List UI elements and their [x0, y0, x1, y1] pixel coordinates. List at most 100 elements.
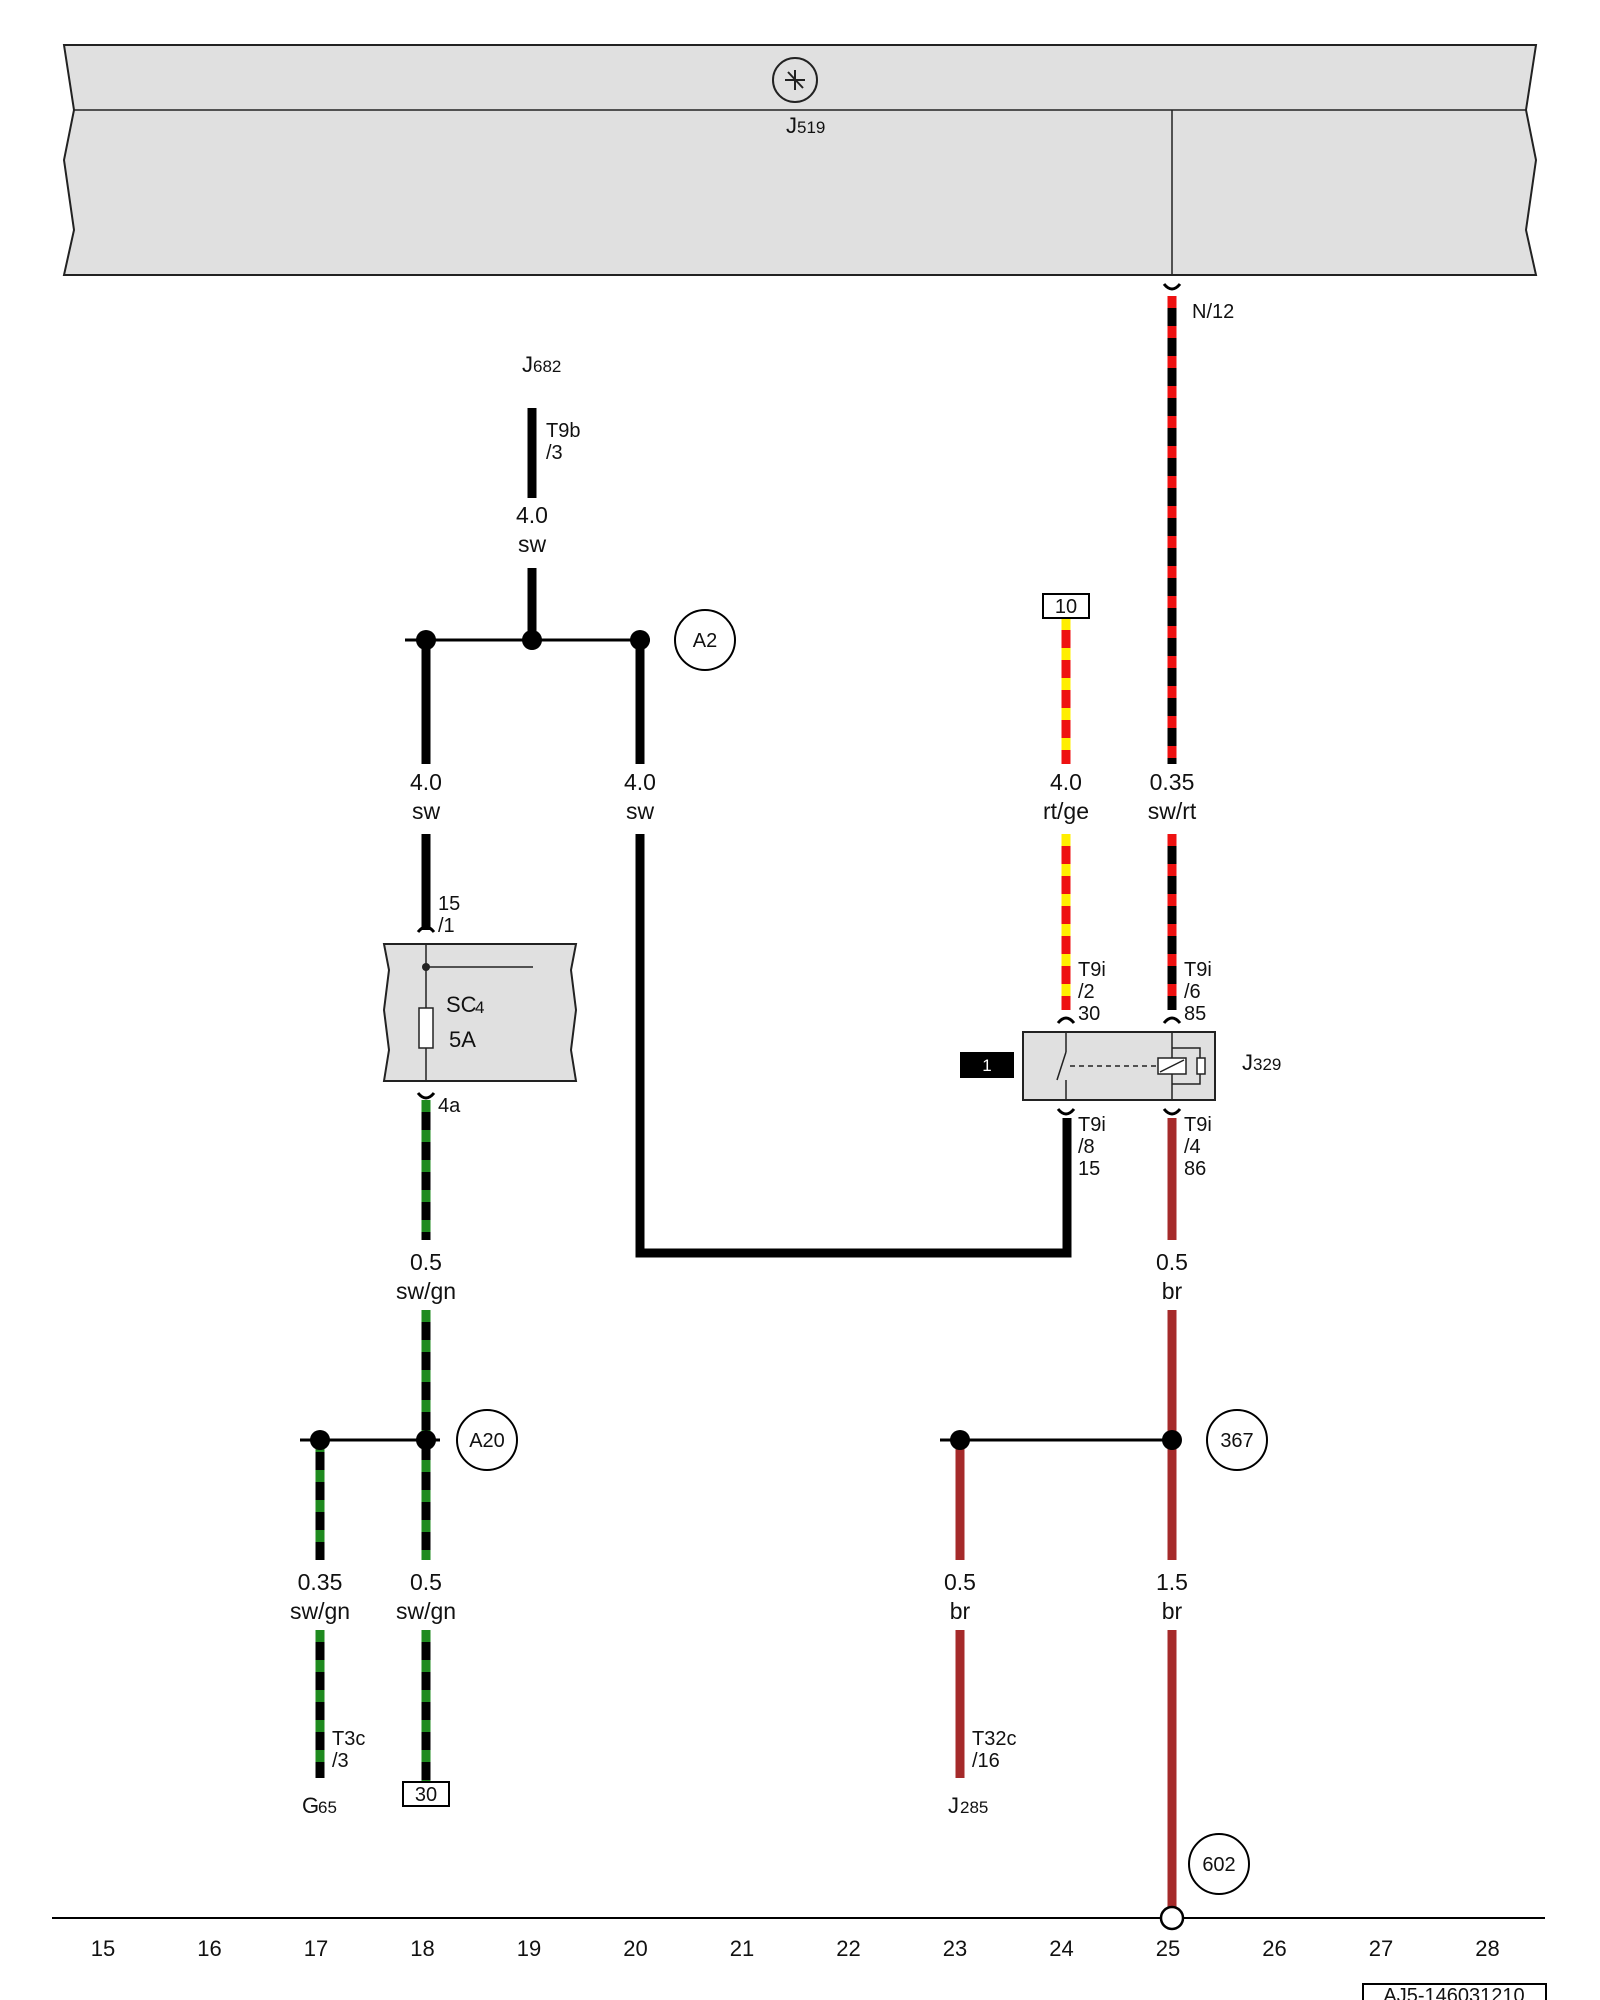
j285-letter: J: [948, 1793, 959, 1818]
svg-text:/3: /3: [546, 442, 563, 464]
axis-number: 23: [943, 1936, 967, 1961]
marker-1[interactable]: 1: [960, 1052, 1014, 1078]
connector-cup-icon: [1056, 1108, 1076, 1116]
splice-dot: [416, 630, 436, 650]
axis-number: 17: [304, 1936, 328, 1961]
svg-text:A2: A2: [693, 630, 717, 652]
wire-size-label: 4.0: [410, 769, 442, 795]
svg-text:T9b: T9b: [546, 420, 580, 442]
connector-labels: N/12 T9b /3 15 /1 4a T9i /2 30 T9i /6 85…: [332, 301, 1234, 1772]
wire-color-label: sw/gn: [396, 1598, 456, 1624]
svg-text:5A: 5A: [449, 1027, 476, 1052]
ref-a20[interactable]: A20: [456, 1409, 518, 1471]
svg-text:602: 602: [1202, 1854, 1235, 1876]
svg-text:15: 15: [438, 893, 460, 915]
connector-cup-icon: [1162, 283, 1182, 291]
g65-letter: G: [302, 1793, 319, 1818]
svg-text:N/12: N/12: [1192, 301, 1234, 323]
wire-size-label: 0.35: [298, 1569, 343, 1595]
splice-dot: [1162, 1430, 1182, 1450]
svg-text:85: 85: [1184, 1003, 1206, 1025]
svg-text:4a: 4a: [438, 1095, 461, 1117]
ground-point-icon[interactable]: [1159, 1905, 1185, 1931]
svg-text:/8: /8: [1078, 1136, 1095, 1158]
svg-text:T32c: T32c: [972, 1728, 1016, 1750]
ref-a2[interactable]: A2: [674, 609, 736, 671]
wire-size-label: 4.0: [516, 502, 548, 528]
connector-cup-icon: [416, 925, 436, 933]
svg-text:AJ5-146031210: AJ5-146031210: [1383, 1985, 1524, 2000]
wire-size-label: 4.0: [624, 769, 656, 795]
wire-color-label: rt/ge: [1043, 798, 1089, 824]
j519-number: 519: [797, 118, 825, 137]
svg-text:A20: A20: [469, 1430, 505, 1452]
axis-number: 28: [1475, 1936, 1499, 1961]
axis-number: 22: [836, 1936, 860, 1961]
axis-number: 16: [197, 1936, 221, 1961]
wire-size-label: 4.0: [1050, 769, 1082, 795]
ref-box-10[interactable]: 10: [1042, 593, 1090, 619]
wire-color-label: sw: [412, 798, 441, 824]
splice-dot: [522, 630, 542, 650]
wire-color-label: sw: [626, 798, 655, 824]
wire-size-label: 0.5: [410, 1569, 442, 1595]
wire-size-label: 0.5: [1156, 1249, 1188, 1275]
fuse-icon: [418, 1007, 434, 1049]
ref-602[interactable]: 602: [1188, 1833, 1250, 1895]
svg-text:/6: /6: [1184, 981, 1201, 1003]
splice-dot: [416, 1430, 436, 1450]
axis-number: 21: [730, 1936, 754, 1961]
wire-size-label: 0.5: [944, 1569, 976, 1595]
connector-cup-icon: [1162, 1108, 1182, 1116]
splice-dot: [310, 1430, 330, 1450]
svg-text:T9i: T9i: [1078, 1114, 1106, 1136]
svg-text:10: 10: [1055, 596, 1077, 618]
svg-text:367: 367: [1220, 1430, 1253, 1452]
axis-number: 15: [91, 1936, 115, 1961]
ref-box-30[interactable]: 30: [402, 1781, 450, 1807]
svg-text:/16: /16: [972, 1750, 1000, 1772]
control-unit-j519[interactable]: J 519: [62, 44, 1538, 276]
wire-size-label: 1.5: [1156, 1569, 1188, 1595]
wire-labels: 4.0 sw 4.0 sw 4.0 sw 4.0 rt/ge 0.35 sw/r…: [290, 502, 1197, 1624]
axis-number: 26: [1262, 1936, 1286, 1961]
connector-cup-icon: [1056, 1016, 1076, 1024]
splice-dot: [950, 1430, 970, 1450]
wire-size-label: 0.35: [1150, 769, 1195, 795]
wire-size-label: 0.5: [410, 1249, 442, 1275]
connector-cup-icon: [416, 1092, 436, 1100]
svg-text:30: 30: [1078, 1003, 1100, 1025]
j682-number: 682: [533, 357, 561, 376]
wire-color-label: sw/gn: [396, 1278, 456, 1304]
svg-text:SC: SC: [446, 992, 477, 1017]
j519-letter: J: [786, 113, 797, 138]
g65-number: 65: [318, 1798, 337, 1817]
svg-text:4: 4: [475, 998, 484, 1017]
j329-letter: J: [1242, 1050, 1253, 1075]
svg-text:/2: /2: [1078, 981, 1095, 1003]
wire-col20-loop[interactable]: [635, 834, 1072, 1258]
wire-color-label: br: [1162, 1598, 1183, 1624]
svg-text:T9i: T9i: [1078, 959, 1106, 981]
svg-text:/1: /1: [438, 915, 455, 937]
ref-367[interactable]: 367: [1206, 1409, 1268, 1471]
fuse-sc4[interactable]: SC 4 5A: [382, 943, 578, 1082]
ground-symbol-icon: [772, 57, 818, 103]
svg-text:T3c: T3c: [332, 1728, 365, 1750]
svg-text:T9i: T9i: [1184, 959, 1212, 981]
j682-letter: J: [522, 352, 533, 377]
j285-number: 285: [960, 1798, 988, 1817]
relay-j329[interactable]: [1022, 1031, 1216, 1101]
svg-text:30: 30: [415, 1784, 437, 1806]
j329-number: 329: [1253, 1055, 1281, 1074]
wire-color-label: sw: [518, 531, 547, 557]
axis-number: 18: [410, 1936, 434, 1961]
splice-dot: [630, 630, 650, 650]
svg-text:86: 86: [1184, 1158, 1206, 1180]
connector-cup-icon: [1162, 1016, 1182, 1024]
svg-text:/3: /3: [332, 1750, 349, 1772]
axis-number: 25: [1156, 1936, 1180, 1961]
wire-color-label: br: [950, 1598, 971, 1624]
